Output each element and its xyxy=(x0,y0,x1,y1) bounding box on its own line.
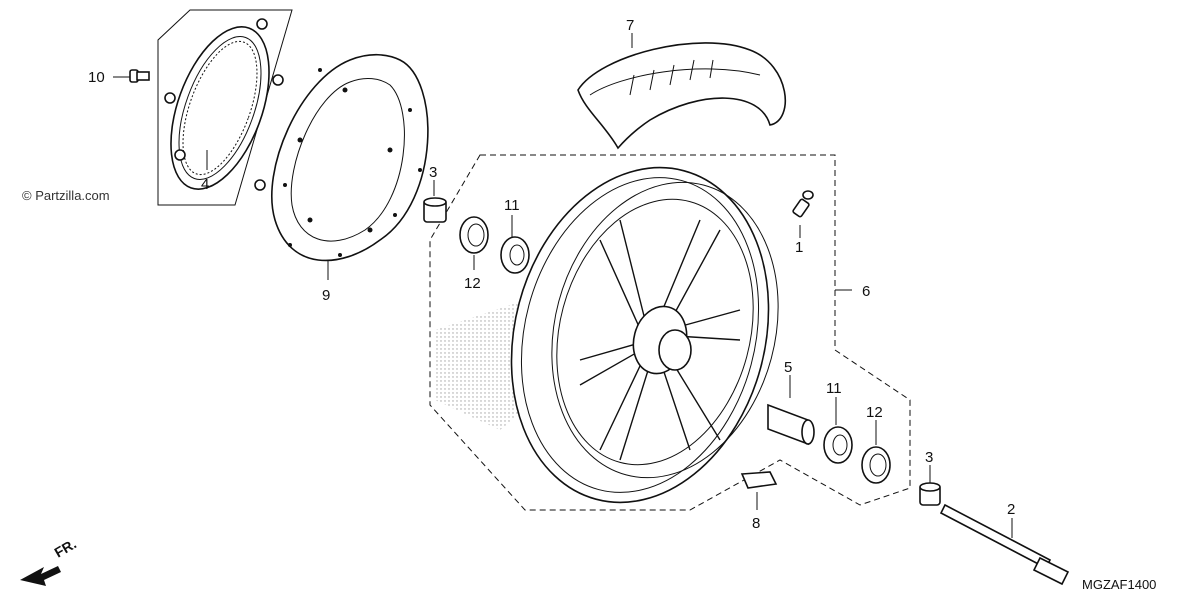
distance-collar-part[interactable] xyxy=(767,403,815,446)
bolt-part[interactable] xyxy=(129,69,150,83)
callout-11: 11 xyxy=(504,197,520,214)
callout-12-right: 12 xyxy=(866,404,883,421)
callout-9: 9 xyxy=(322,287,330,304)
wheel-part[interactable] xyxy=(475,138,810,531)
collar-left-part[interactable] xyxy=(423,197,447,223)
callout-8: 8 xyxy=(752,515,760,532)
callout-1: 1 xyxy=(795,239,803,256)
callout-7: 7 xyxy=(626,17,634,34)
seal-right-part[interactable] xyxy=(861,446,891,484)
callout-6: 6 xyxy=(862,283,870,300)
balance-weight-part[interactable] xyxy=(740,471,778,489)
callout-12: 12 xyxy=(464,275,481,292)
collar-right-part[interactable] xyxy=(919,482,941,506)
callout-10: 10 xyxy=(88,69,105,86)
front-direction-label: FR. xyxy=(52,535,80,560)
callout-5: 5 xyxy=(784,359,792,376)
callout-3-right: 3 xyxy=(925,449,933,466)
watermark-text: © Partzilla.com xyxy=(22,188,110,203)
callout-3: 3 xyxy=(429,164,437,181)
diagram-code: MGZAF1400 xyxy=(1082,577,1156,592)
tire-part[interactable] xyxy=(577,42,787,150)
valve-part[interactable] xyxy=(792,190,814,218)
callout-2: 2 xyxy=(1007,501,1015,518)
axle-part[interactable] xyxy=(939,503,1070,586)
callout-11-right: 11 xyxy=(826,380,842,397)
pulser-ring-part[interactable] xyxy=(151,9,293,206)
seal-left-part[interactable] xyxy=(459,216,489,254)
front-direction-arrow-icon xyxy=(20,566,61,586)
callout-4: 4 xyxy=(201,176,209,193)
brake-disc-part[interactable] xyxy=(271,53,429,262)
bearing-left-part[interactable] xyxy=(500,236,530,274)
bearing-right-part[interactable] xyxy=(823,426,853,464)
